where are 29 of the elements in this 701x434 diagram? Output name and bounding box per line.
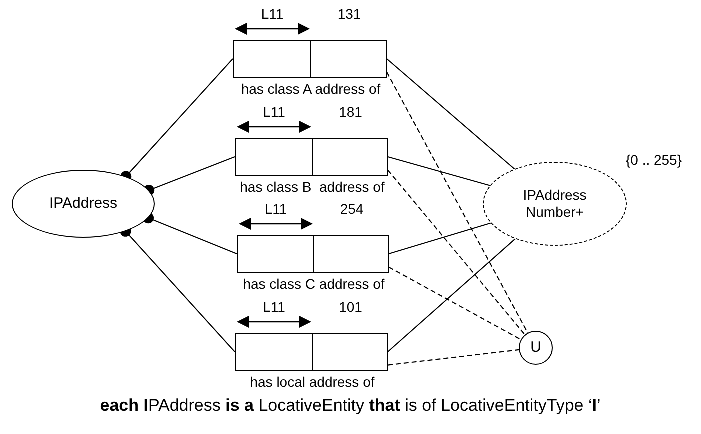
- reading-text: has class B address of: [240, 180, 385, 194]
- node-label: U: [530, 339, 542, 357]
- caption: each IPAddress is a LocativeEntity that is of LocativeEntityType ‘I’: [99, 396, 602, 416]
- node-label: IPAddress Number+: [522, 187, 588, 221]
- node-label: IPAddress: [48, 195, 119, 213]
- dashed-connector: [388, 266, 522, 340]
- reading-text: has local address of: [250, 375, 375, 389]
- connector-line: [388, 238, 516, 352]
- reading-text: has class A address of: [241, 82, 381, 96]
- constraint-label: L11: [263, 300, 286, 314]
- dashed-connector: [388, 349, 520, 366]
- connector-line: [386, 58, 516, 170]
- value-range: {0 .. 255}: [626, 153, 682, 167]
- entity-ellipse: [12, 170, 155, 238]
- fact-type-number: 101: [339, 300, 362, 314]
- dashed-connector: [386, 72, 528, 334]
- fact-type-number: 254: [340, 202, 364, 216]
- constraint-label: L11: [261, 7, 284, 21]
- connector-line: [144, 156, 236, 196]
- constraint-label: L11: [264, 202, 288, 216]
- constraint-label: L11: [263, 105, 286, 119]
- connector-line: [143, 212, 238, 254]
- dashed-connector: [388, 170, 526, 336]
- fact-type-number: 181: [339, 105, 362, 119]
- constraint-circle: [519, 331, 553, 365]
- reading-text: has class C address of: [243, 277, 385, 291]
- fact-type-number: 131: [338, 7, 362, 21]
- connector-line: [388, 156, 490, 186]
- connector-line: [388, 222, 492, 255]
